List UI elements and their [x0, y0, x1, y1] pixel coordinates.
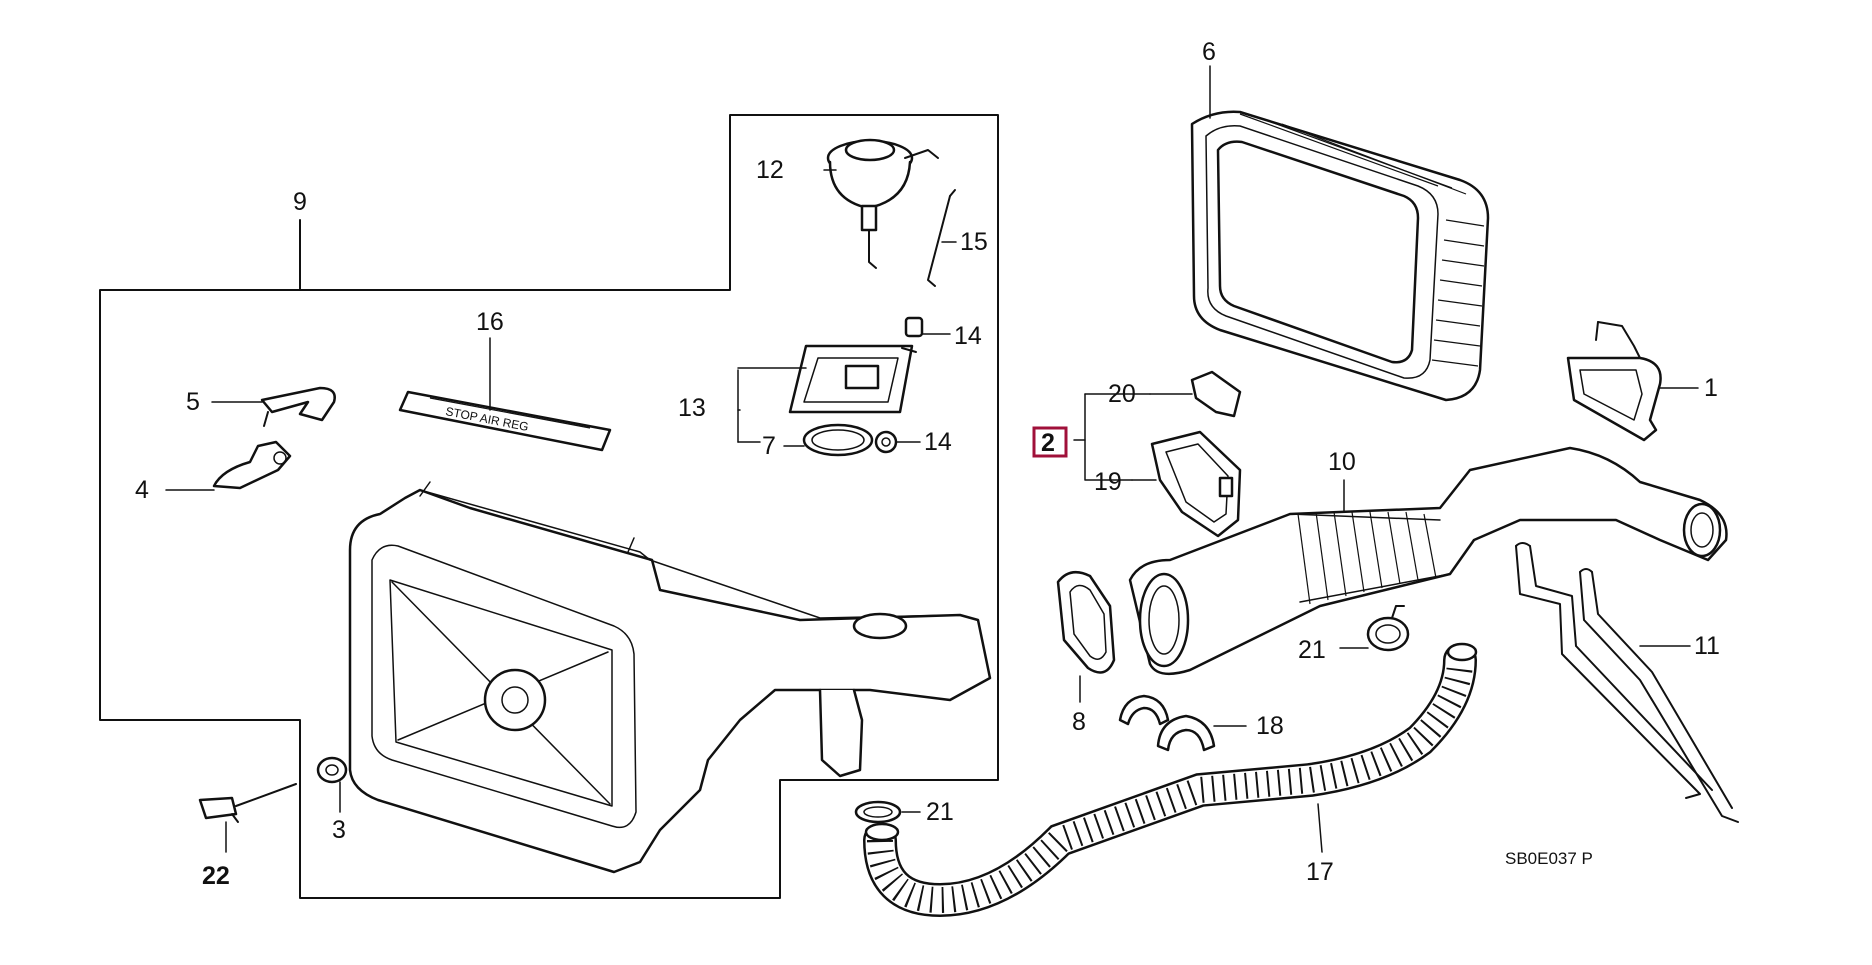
callout-16: 16: [476, 308, 504, 336]
duct-bracket: [1131, 430, 1242, 538]
callout-7: 7: [762, 432, 776, 460]
callout-19: 19: [1094, 468, 1122, 496]
air-cleaner-housing: [348, 481, 992, 874]
callout-11: 11: [1694, 632, 1720, 660]
callout-18: 18: [1256, 712, 1284, 740]
highlight-box: [1032, 426, 1068, 458]
hose-clamp-upper: [1339, 605, 1410, 652]
group-9-frame: [99, 114, 999, 899]
diagram-code: SB0E037 P: [1505, 849, 1593, 868]
label-plate: STOP AIR REG: [398, 337, 612, 452]
temperature-sensor: [198, 783, 297, 853]
callout-14-bottom: 14: [924, 428, 952, 456]
callout-15: 15: [960, 228, 988, 256]
bolt-washer: [874, 430, 921, 454]
nut-top: [904, 316, 951, 338]
group-2-leader: [1073, 393, 1151, 481]
callout-17: 17: [1306, 858, 1334, 886]
callout-10: 10: [1328, 448, 1356, 476]
callout-22: 22: [202, 862, 230, 890]
callout-5: 5: [186, 388, 200, 416]
callout-21-lower: 21: [926, 798, 954, 826]
clamp-bracket: [1566, 321, 1699, 442]
callout-13: 13: [678, 394, 706, 422]
callout-12: 12: [756, 156, 784, 184]
callout-9: 9: [293, 188, 307, 216]
control-rod: [927, 189, 957, 287]
retaining-clip: [1149, 370, 1242, 418]
callout-14-top: 14: [954, 322, 982, 350]
bracket-lower: [165, 440, 292, 491]
vacuum-actuator: [823, 138, 939, 269]
duct-bellows: [1297, 511, 1437, 605]
bracket-clip-upper: [211, 386, 336, 427]
valve-plate: [737, 344, 917, 443]
duct-seal: [1056, 570, 1116, 703]
callout-3: 3: [332, 816, 346, 844]
intake-duct: [1128, 446, 1728, 676]
callout-6: 6: [1202, 38, 1216, 66]
callout-21-upper: 21: [1298, 636, 1326, 664]
saddle-clips: [1118, 694, 1247, 752]
grommet: [316, 756, 348, 813]
o-ring: [783, 423, 874, 457]
callout-8: 8: [1072, 708, 1086, 736]
wire-stay: [1515, 542, 1739, 823]
hose-clamp-lower: [854, 800, 921, 824]
corrugated-hose: [863, 642, 1478, 918]
filter-pleats: [1239, 113, 1485, 367]
callout-20: 20: [1108, 380, 1136, 408]
callout-2: 2: [1041, 429, 1055, 457]
callout-4: 4: [135, 476, 149, 504]
air-filter-element: [1190, 65, 1490, 402]
callout-1: 1: [1704, 374, 1718, 402]
